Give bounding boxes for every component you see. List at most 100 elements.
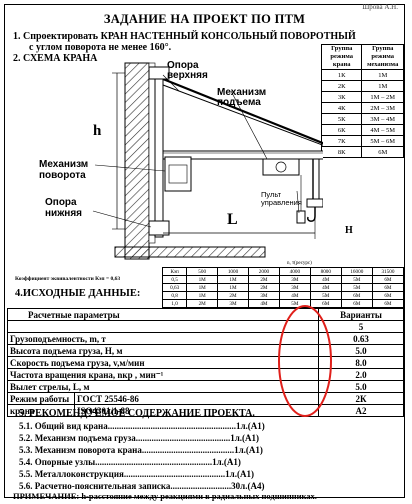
table-cell: Кэп [161, 267, 188, 276]
param-name: Частота вращения крана, nкр , мин⁻¹ [7, 368, 319, 381]
table-cell: 6М [340, 291, 373, 300]
table-cell: 4М [247, 299, 280, 308]
mode-std-2: ISO4301/1-88 [74, 404, 319, 417]
author-name: Шрова А.Н. [362, 3, 398, 11]
label-pendant: Пульт управления [261, 190, 302, 207]
table-cell: 4К [320, 102, 363, 114]
table-cell: 2М [217, 291, 249, 300]
coef-label: Коэффициент эквивалентности Кэп = 0,63 [15, 276, 121, 282]
table-cell: 1М [217, 283, 249, 292]
table-cell: 5М [309, 291, 342, 300]
params-table: Расчетные параметры Варианты 5 Грузоподъ… [7, 308, 404, 417]
table-cell: 5К [320, 113, 363, 125]
table-cell: 4000 [278, 267, 311, 276]
crane-mast [154, 68, 164, 238]
label-L: L [227, 211, 238, 228]
table-cell: 2М [247, 275, 280, 284]
crane-brace [162, 77, 323, 145]
label-H: H [345, 225, 353, 236]
groups-table: Группа режима крана Группа режима механи… [320, 44, 404, 158]
table-row: 5 [7, 320, 404, 333]
label-support-bottom: Опора нижняя [45, 197, 82, 219]
coef-units: n, т(ресурс) [287, 261, 312, 266]
table-cell: 6М [361, 146, 404, 158]
bottom-support [148, 220, 170, 236]
table-cell: 8000 [309, 267, 342, 276]
task-line-3: 2. СХЕМА КРАНА [13, 53, 98, 64]
control-pendant [296, 210, 306, 224]
recommend-item: 5.4. Опорные узлы.......................… [19, 457, 241, 467]
table-cell: 3М [217, 299, 249, 308]
table-cell: 6М [371, 283, 405, 292]
table-cell: 2М – 3М [361, 102, 404, 114]
groups-header-crane: Группа режима крана [320, 44, 363, 70]
table-cell: 8К [320, 146, 363, 158]
wall [124, 62, 150, 260]
table-cell: 1М [186, 291, 219, 300]
table-cell: 5М [340, 275, 373, 284]
groups-header-mech: Группа режима механизма [361, 44, 404, 70]
table-cell: 4М [309, 283, 342, 292]
param-name: Высота подъема груза, H, м [7, 344, 319, 357]
initial-data-title: 4.ИСХОДНЫЕ ДАННЫЕ: [15, 288, 141, 299]
param-name: Грузоподъемность, m, т [7, 332, 319, 345]
task-line-1: 1. Спроектировать КРАН НАСТЕННЫЙ КОНСОЛЬ… [13, 31, 356, 42]
table-cell: 6М [371, 291, 405, 300]
task-line-2: с углом поворота не менее 160°. [29, 42, 172, 53]
lift-mechanism [262, 158, 300, 176]
label-rotation-mechanism: Механизм поворота [39, 159, 89, 181]
table-cell: 6М [371, 275, 405, 284]
table-cell: 1М [217, 275, 249, 284]
label-h: h [93, 123, 102, 139]
table-cell: 2000 [247, 267, 280, 276]
top-support [148, 66, 170, 80]
table-cell: 2К [320, 80, 363, 92]
table-cell: 3М [247, 291, 280, 300]
rotation-mechanism [164, 156, 192, 192]
task-sheet: Шрова А.Н. ЗАДАНИЕ НА ПРОЕКТ ПО ПТМ 1. С… [4, 3, 405, 501]
table-cell: 5М [278, 299, 311, 308]
table-cell: 1М [186, 283, 219, 292]
table-cell: 1К [320, 69, 363, 81]
mode-label: Режим работы [7, 392, 75, 405]
table-row: крана ISO4301/1-88 A2 [7, 404, 404, 417]
table-cell: 0,63 [161, 283, 188, 292]
table-cell: 3К [320, 91, 363, 103]
table-cell: 500 [186, 267, 219, 276]
recommend-title: 5. РЕКОМЕНДУЕМОЕ СОДЕРЖАНИЕ ПРОЕКТА. [19, 408, 255, 419]
recommend-item: 5.6. Расчетно-пояснительная записка.....… [19, 481, 265, 491]
table-cell: 5М [340, 283, 373, 292]
mode-val-2: A2 [318, 404, 404, 417]
crane-diagram [92, 62, 323, 260]
crane-boom [162, 150, 323, 160]
table-cell: 1М – 2М [361, 91, 404, 103]
params-header-left: Расчетные параметры [7, 308, 319, 321]
table-cell: 1,0 [161, 299, 188, 308]
table-cell: 4М [309, 275, 342, 284]
label-lift-mechanism: Механизм подъема [217, 87, 267, 108]
table-cell: 4М – 5М [361, 124, 404, 136]
recommend-item: 5.5. Металлоконструкция.................… [19, 469, 254, 479]
table-cell: 1000 [217, 267, 249, 276]
table-cell: 3М [278, 283, 311, 292]
table-cell: 2М [247, 283, 280, 292]
recommend-item: 5.1. Общий вид крана....................… [19, 421, 265, 431]
table-cell: 1М [361, 80, 404, 92]
table-cell: 6М [371, 299, 405, 308]
